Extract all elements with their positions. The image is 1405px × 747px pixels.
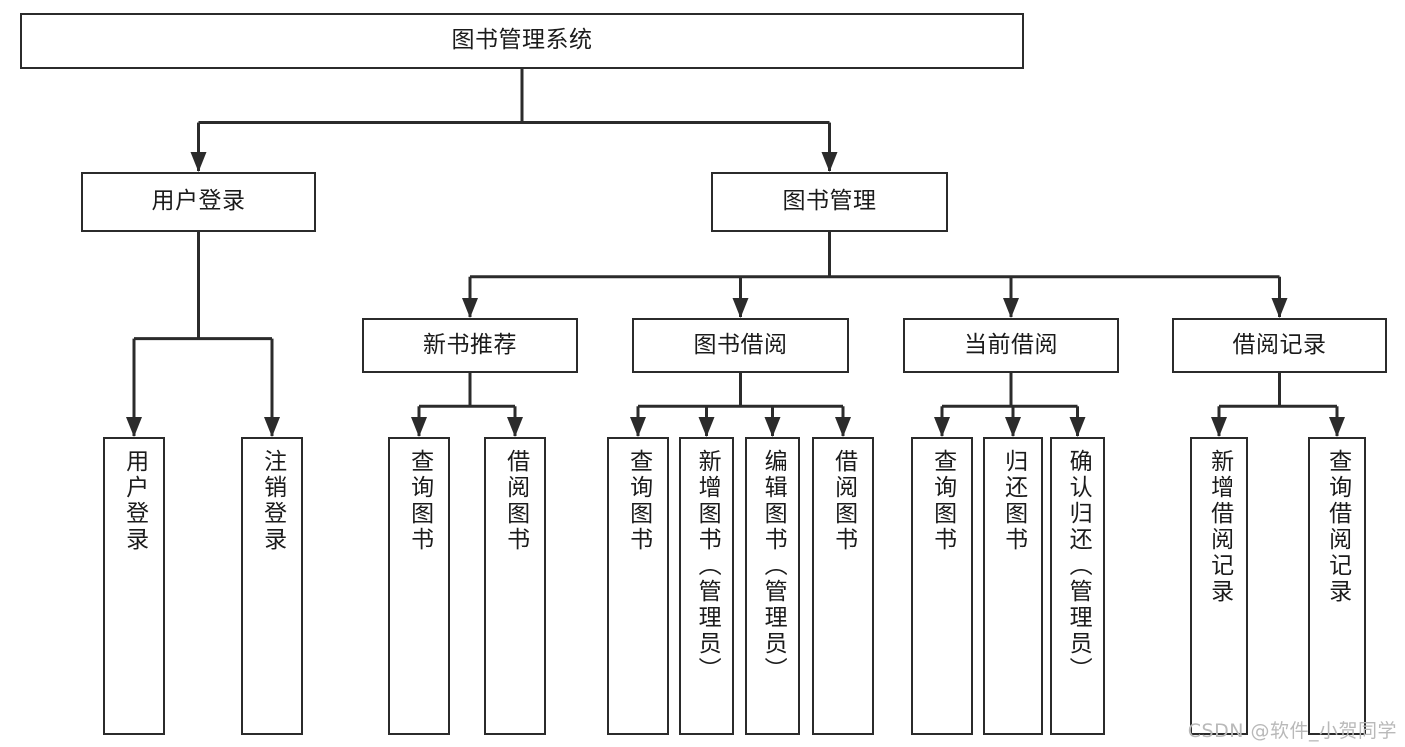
node-label: 新增图书（管理员） <box>694 449 721 683</box>
node-label: 编辑图书（管理员） <box>760 449 787 683</box>
node-leaf_edit_book[interactable]: 编辑图书（管理员） <box>745 437 800 735</box>
node-leaf_query_book_b[interactable]: 查询图书 <box>607 437 669 735</box>
node-label: 图书管理系统 <box>451 27 593 54</box>
node-leaf_borrow_book_b[interactable]: 借阅图书 <box>812 437 874 735</box>
arrow-head-icon <box>507 417 523 437</box>
arrow-head-icon <box>835 417 851 437</box>
arrow-head-icon <box>462 298 478 318</box>
arrow-head-icon <box>411 417 427 437</box>
node-label: 当前借阅 <box>964 331 1058 358</box>
node-label: 查询图书 <box>929 449 956 553</box>
node-label: 借阅图书 <box>830 449 857 553</box>
node-root-system[interactable]: 图书管理系统 <box>20 13 1024 69</box>
node-user_login[interactable]: 用户登录 <box>81 172 316 232</box>
node-label: 查询图书 <box>406 449 433 553</box>
node-label: 查询借阅记录 <box>1324 449 1351 605</box>
arrow-head-icon <box>264 417 280 437</box>
arrow-head-icon <box>1211 417 1227 437</box>
node-label: 借阅图书 <box>502 449 529 553</box>
node-label: 新增借阅记录 <box>1206 449 1233 605</box>
arrow-head-icon <box>764 417 781 437</box>
arrow-head-icon <box>1271 298 1288 318</box>
arrow-head-icon <box>698 417 715 437</box>
watermark-text: CSDN @软件_小贺同学 <box>1187 720 1397 742</box>
node-label: 注销登录 <box>259 449 286 553</box>
node-book_borrow[interactable]: 图书借阅 <box>632 318 849 373</box>
node-label: 查询图书 <box>625 449 652 553</box>
node-leaf_borrow_book_rec[interactable]: 借阅图书 <box>484 437 546 735</box>
node-leaf_user_login[interactable]: 用户登录 <box>103 437 165 735</box>
node-label: 归还图书 <box>1000 449 1027 553</box>
node-label: 用户登录 <box>151 188 246 215</box>
node-book_manage[interactable]: 图书管理 <box>711 172 948 232</box>
arrow-head-icon <box>1003 298 1019 318</box>
arrow-head-icon <box>630 417 646 437</box>
node-label: 图书管理 <box>782 188 877 215</box>
arrow-head-icon <box>1329 417 1345 437</box>
node-borrow_record[interactable]: 借阅记录 <box>1172 318 1387 373</box>
node-new_book_rec[interactable]: 新书推荐 <box>362 318 578 373</box>
arrow-head-icon <box>1005 417 1021 437</box>
arrow-head-icon <box>732 298 749 318</box>
node-label: 确认归还（管理员） <box>1065 449 1092 683</box>
arrow-head-icon <box>934 417 950 437</box>
node-leaf_query_record[interactable]: 查询借阅记录 <box>1308 437 1366 735</box>
node-label: 用户登录 <box>121 449 148 553</box>
node-leaf_add_book[interactable]: 新增图书（管理员） <box>679 437 734 735</box>
node-leaf_confirm_return[interactable]: 确认归还（管理员） <box>1050 437 1105 735</box>
node-leaf_query_book_rec[interactable]: 查询图书 <box>388 437 450 735</box>
node-label: 图书借阅 <box>693 331 788 358</box>
node-leaf_add_record[interactable]: 新增借阅记录 <box>1190 437 1248 735</box>
arrow-head-icon <box>821 152 838 172</box>
node-label: 借阅记录 <box>1232 331 1327 358</box>
node-leaf_return_book[interactable]: 归还图书 <box>983 437 1043 735</box>
node-leaf_user_logout[interactable]: 注销登录 <box>241 437 303 735</box>
arrow-head-icon <box>1069 417 1086 437</box>
node-current_borrow[interactable]: 当前借阅 <box>903 318 1119 373</box>
arrow-head-icon <box>126 417 142 437</box>
arrow-head-icon <box>190 152 207 172</box>
node-leaf_query_book_c[interactable]: 查询图书 <box>911 437 973 735</box>
node-label: 新书推荐 <box>423 331 517 358</box>
